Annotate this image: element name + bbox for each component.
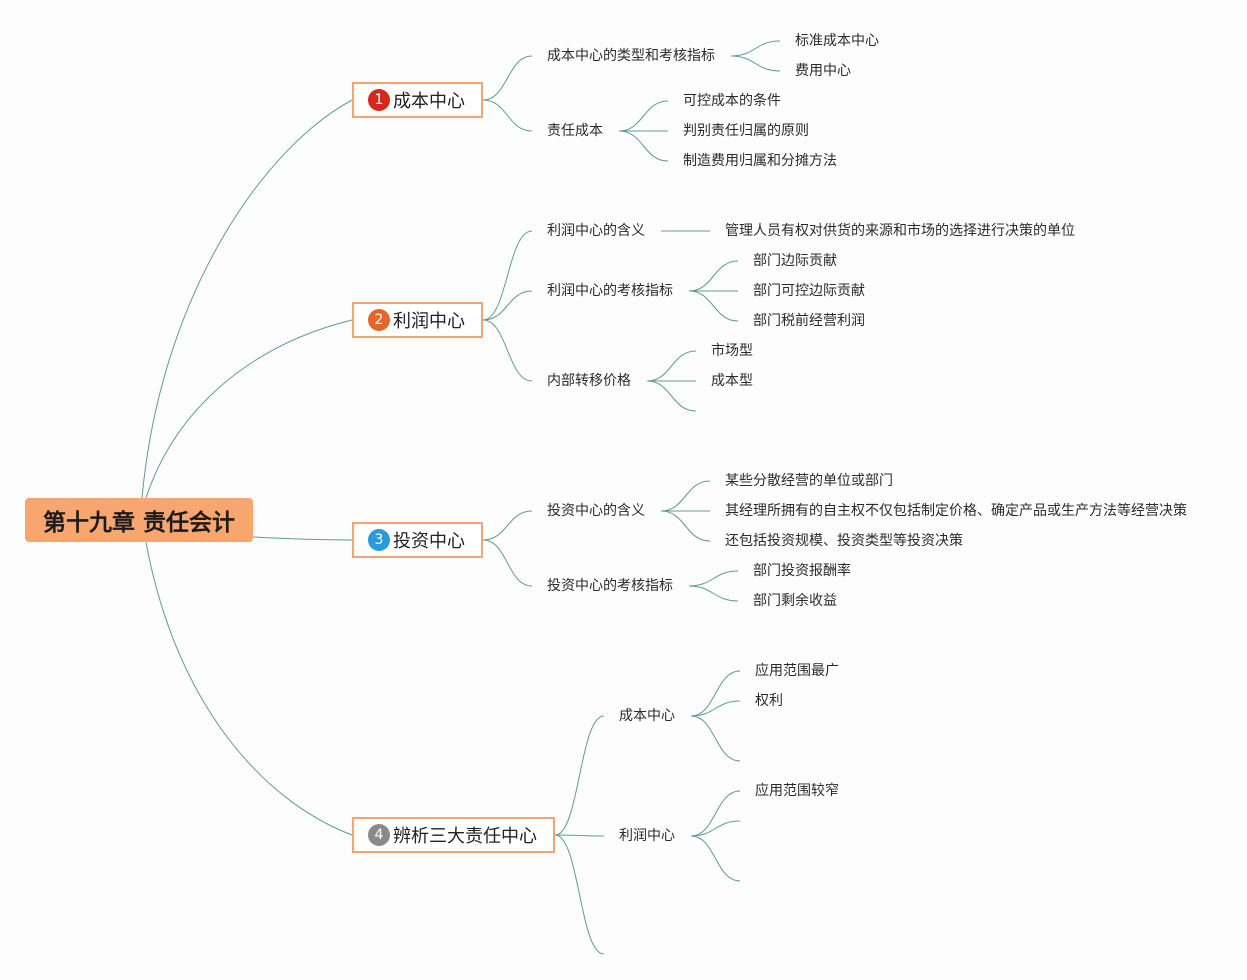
subtopic-investment-center-metrics[interactable]: 投资中心的考核指标 [547, 578, 673, 594]
leaf-market-based[interactable]: 市场型 [711, 343, 753, 359]
subtopic-cost-center-types[interactable]: 成本中心的类型和考核指标 [547, 48, 715, 64]
leaf-return-on-investment[interactable]: 部门投资报酬率 [753, 563, 851, 579]
link-b3-sub2-leaf2 [688, 585, 739, 602]
link-b4-sub2 [554, 834, 605, 837]
link-b2-sub1 [482, 230, 533, 321]
branch-label: 辨析三大责任中心 [393, 826, 537, 847]
link-b1-sub1-leaf2 [730, 55, 781, 72]
link-b1-sub2-leaf3 [618, 130, 669, 162]
link-b3-sub1 [482, 510, 533, 541]
leaf-controllable-cost-conditions[interactable]: 可控成本的条件 [683, 93, 781, 109]
leaf-cost-based[interactable]: 成本型 [711, 373, 753, 389]
link-b4-sub1-leaf2 [690, 700, 741, 717]
leaf-expense-center[interactable]: 费用中心 [795, 63, 851, 79]
branch-label: 利润中心 [393, 311, 465, 332]
link-b4-sub3 [554, 834, 605, 955]
link-root-branch-3 [252, 536, 353, 541]
leaf-division-contribution-margin[interactable]: 部门边际贡献 [753, 253, 837, 269]
link-root-branch-2 [145, 319, 353, 499]
number-badge-4: 4 [368, 824, 390, 846]
subtopic-investment-center-meaning[interactable]: 投资中心的含义 [547, 503, 645, 519]
link-b2-sub3-leaf1 [646, 350, 697, 382]
leaf-overhead-allocation[interactable]: 制造费用归属和分摊方法 [683, 153, 837, 169]
link-root-branch-4 [145, 541, 353, 836]
root-topic[interactable]: 第十九章 责任会计 [25, 498, 253, 542]
link-b2-sub3 [482, 319, 533, 382]
number-badge-2: 2 [368, 309, 390, 331]
link-root-branch-1 [141, 99, 353, 499]
subtopic-responsibility-cost[interactable]: 责任成本 [547, 123, 603, 139]
root-topic-label: 第十九章 责任会计 [42, 510, 235, 536]
leaf-controllable-contribution[interactable]: 部门可控边际贡献 [753, 283, 865, 299]
leaf-profit-center-definition[interactable]: 管理人员有权对供货的来源和市场的选择进行决策的单位 [725, 223, 1075, 239]
leaf-residual-income[interactable]: 部门剩余收益 [753, 593, 837, 609]
subtopic-compare-cost-center[interactable]: 成本中心 [619, 708, 675, 724]
link-b4-sub2-leaf3 [690, 835, 741, 882]
leaf-narrower-scope[interactable]: 应用范围较窄 [755, 783, 839, 799]
link-b1-sub2 [482, 99, 533, 132]
leaf-attribution-principles[interactable]: 判别责任归属的原则 [683, 123, 809, 139]
link-b2-sub2 [482, 290, 533, 321]
number-badge-1: 1 [368, 89, 390, 111]
leaf-investment-decisions[interactable]: 还包括投资规模、投资类型等投资决策 [725, 533, 963, 549]
branch-profit-center[interactable]: 2 利润中心 [352, 302, 483, 338]
branch-label: 投资中心 [393, 531, 465, 552]
link-b3-sub1-leaf1 [660, 480, 711, 512]
link-b2-sub2-leaf1 [688, 260, 739, 292]
link-b3-sub2 [482, 539, 533, 587]
link-b1-sub1-leaf1 [730, 40, 781, 57]
link-b1-sub2-leaf1 [618, 100, 669, 132]
link-b1-sub1 [482, 55, 533, 101]
link-b3-sub1-leaf3 [660, 510, 711, 542]
link-b4-sub1-leaf1 [690, 670, 741, 717]
leaf-decentralized-units[interactable]: 某些分散经营的单位或部门 [725, 473, 893, 489]
link-b4-sub1-leaf3 [690, 715, 741, 762]
link-b4-sub2-leaf2 [690, 820, 741, 837]
subtopic-profit-center-meaning[interactable]: 利润中心的含义 [547, 223, 645, 239]
link-b4-sub2-leaf1 [690, 790, 741, 837]
link-b2-sub2-leaf3 [688, 290, 739, 322]
branch-compare-centers[interactable]: 4 辨析三大责任中心 [352, 817, 555, 853]
subtopic-profit-center-metrics[interactable]: 利润中心的考核指标 [547, 283, 673, 299]
link-b4-sub1 [554, 715, 605, 836]
leaf-pretax-operating-profit[interactable]: 部门税前经营利润 [753, 313, 865, 329]
leaf-rights[interactable]: 权利 [755, 693, 783, 709]
link-b3-sub2-leaf1 [688, 570, 739, 587]
number-badge-3: 3 [368, 529, 390, 551]
link-b2-sub3-leaf3 [646, 380, 697, 412]
leaf-widest-scope[interactable]: 应用范围最广 [755, 663, 839, 679]
subtopic-transfer-price[interactable]: 内部转移价格 [547, 373, 631, 389]
branch-investment-center[interactable]: 3 投资中心 [352, 522, 483, 558]
branch-cost-center[interactable]: 1 成本中心 [352, 82, 483, 118]
leaf-standard-cost-center[interactable]: 标准成本中心 [795, 33, 879, 49]
branch-label: 成本中心 [393, 91, 465, 112]
subtopic-compare-profit-center[interactable]: 利润中心 [619, 828, 675, 844]
leaf-manager-autonomy[interactable]: 其经理所拥有的自主权不仅包括制定价格、确定产品或生产方法等经营决策 [725, 503, 1187, 519]
